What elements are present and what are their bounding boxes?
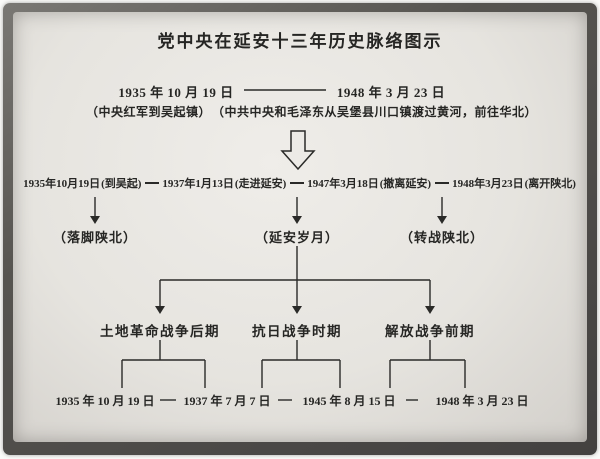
period-label-anti-japanese-war: 抗日战争时期 <box>252 324 342 339</box>
main-date-1: 1935年10月19日 <box>23 178 101 190</box>
overview-end-date: 1948 年 3 月 23 日 <box>336 85 446 100</box>
main-note-1: (到吴起) <box>101 178 142 190</box>
bottom-date-2: 1937 年 7 月 7 日 <box>183 394 271 408</box>
bottom-date-3: 1945 年 8 月 15 日 <box>302 394 396 408</box>
bottom-date-4: 1948 年 3 月 23 日 <box>435 394 529 408</box>
period-label-agrarian-war: 土地革命战争后期 <box>100 324 220 339</box>
main-date-4: 1948年3月23日 <box>452 178 524 190</box>
phase-label-fighting-shaanbei: （转战陕北） <box>399 230 484 245</box>
main-note-3: (撤离延安) <box>379 178 432 190</box>
main-note-2: (走进延安) <box>234 178 287 190</box>
phase-label-yanan-years: （延安岁月） <box>254 230 339 245</box>
slide-background <box>13 12 587 442</box>
overview-end-note: （中共中央和毛泽东从吴堡县川口镇渡过黄河，前往华北） <box>212 105 538 119</box>
period-label-liberation-war: 解放战争前期 <box>385 324 475 339</box>
main-date-2: 1937年1月13日 <box>162 178 234 190</box>
overview-start-date: 1935 年 10 月 19 日 <box>118 85 234 100</box>
main-timeline-row: 1935年10月19日 (到吴起) 1937年1月13日 (走进延安) 1947… <box>6 175 594 191</box>
bottom-date-1: 1935 年 10 月 19 日 <box>55 394 155 408</box>
timeline-segment <box>435 182 450 184</box>
overview-start-note: （中央红军到吴起镇） <box>86 105 212 119</box>
main-date-3: 1947年3月18日 <box>307 178 379 190</box>
main-note-4: (离开陕北) <box>524 178 576 190</box>
diagram-title: 党中央在延安十三年历史脉络图示 <box>157 32 443 51</box>
timeline-segment <box>290 182 305 184</box>
timeline-segment <box>145 182 160 184</box>
phase-label-settle-shaanbei: （落脚陕北） <box>52 230 137 245</box>
